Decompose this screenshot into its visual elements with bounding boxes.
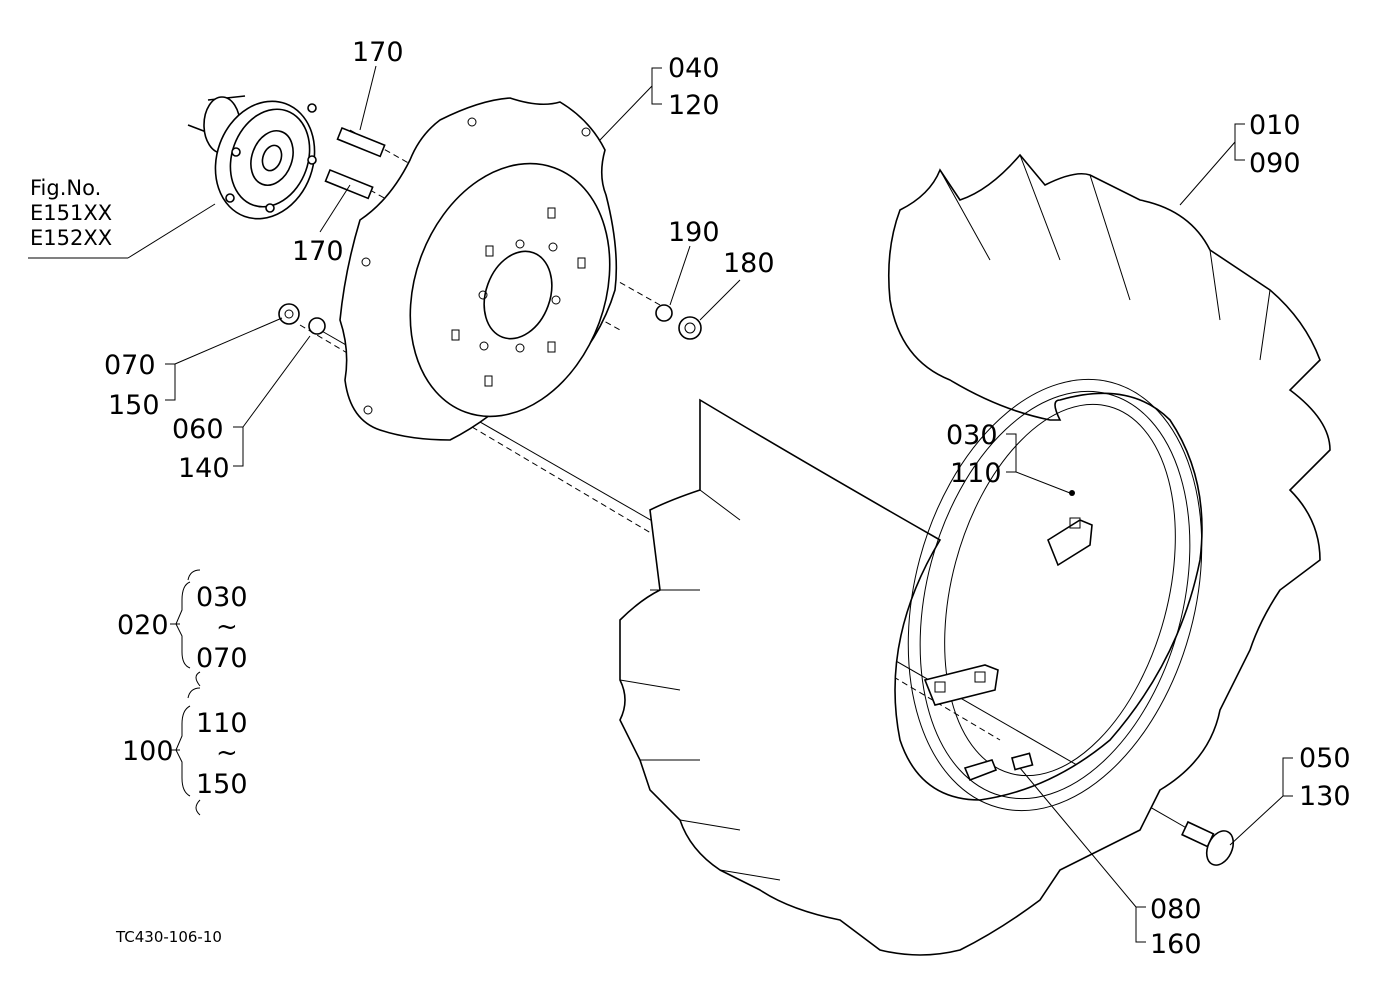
- callout-140: 140: [178, 453, 230, 484]
- callout-150: 150: [108, 390, 160, 421]
- callout-060: 060: [172, 414, 224, 445]
- callout-110: 110: [950, 458, 1002, 489]
- figure-code-2: E152XX: [30, 226, 113, 251]
- tire-and-rim: [619, 153, 1331, 956]
- assembly-020-from: 030: [196, 582, 248, 613]
- assembly-100-tilde: ~: [216, 738, 238, 768]
- callout-010: 010: [1249, 110, 1301, 141]
- wheel-disc: [339, 97, 618, 441]
- stud-bolts: [324, 126, 386, 200]
- callout-160: 160: [1150, 929, 1202, 960]
- callout-080: 080: [1150, 894, 1202, 925]
- rim-clamps: [923, 490, 1093, 706]
- figure-caption: Fig.No.: [30, 176, 102, 200]
- callout-040: 040: [668, 53, 720, 84]
- tire-valve: [963, 752, 1034, 782]
- callout-030: 030: [946, 420, 998, 451]
- axle-hub: [187, 95, 317, 220]
- callout-130: 130: [1299, 781, 1351, 812]
- callout-050: 050: [1299, 743, 1351, 774]
- wheel-bolt: [1181, 820, 1235, 866]
- assembly-100-id: 100: [122, 736, 174, 767]
- callout-070: 070: [104, 350, 156, 381]
- nuts-and-washers: [278, 303, 702, 340]
- assembly-100-to: 150: [196, 769, 248, 800]
- callout-120: 120: [668, 90, 720, 121]
- leader-lines: [28, 65, 1293, 943]
- callout-190: 190: [668, 217, 720, 248]
- callout-170-bottom: 170: [292, 236, 344, 267]
- figure-code-1: E151XX: [30, 201, 113, 226]
- assembly-020-to: 070: [196, 643, 248, 674]
- assembly-100-from: 110: [196, 708, 248, 739]
- drawing-code: TC430-106-10: [116, 928, 222, 946]
- callout-090: 090: [1249, 148, 1301, 179]
- assembly-020-tilde: ~: [216, 612, 238, 642]
- callout-180: 180: [723, 248, 775, 279]
- callout-170-top: 170: [352, 37, 404, 68]
- assembly-020-id: 020: [117, 610, 169, 641]
- figure-ref: Fig.No. E151XX E152XX: [30, 176, 112, 252]
